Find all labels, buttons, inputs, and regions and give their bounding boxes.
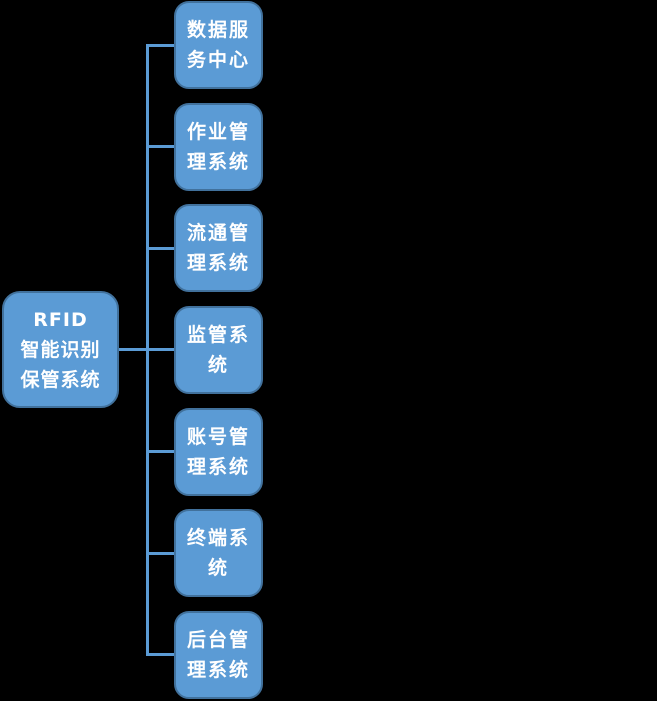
child-connector-line-1: [146, 44, 174, 47]
child-node-supervision-system: 监管系统: [174, 306, 263, 394]
child-connector-line-6: [146, 552, 174, 555]
child-node-circulation-management: 流通管理系统: [174, 204, 263, 292]
child-node-data-service-center: 数据服务中心: [174, 1, 263, 89]
child-connector-line-7: [146, 653, 174, 656]
child-node-operation-management: 作业管理系统: [174, 103, 263, 191]
child-connector-line-2: [146, 145, 174, 148]
child-node-terminal-system: 终端系统: [174, 509, 263, 597]
root-node-rfid-system: RFID 智能识别 保管系统: [2, 291, 119, 408]
child-connector-line-5: [146, 450, 174, 453]
child-connector-line-3: [146, 247, 174, 250]
child-connector-line-4: [146, 348, 174, 351]
child-node-backend-management: 后台管理系统: [174, 611, 263, 699]
child-node-account-management: 账号管理系统: [174, 408, 263, 496]
